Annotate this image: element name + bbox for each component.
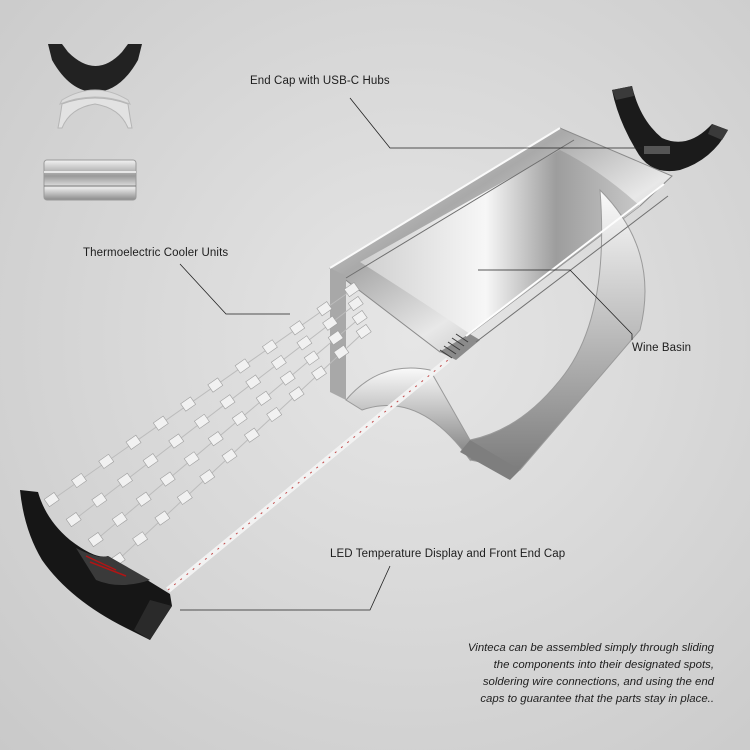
caption-line: caps to guarantee that the parts stay in… <box>480 693 714 705</box>
cooler-tile <box>183 451 200 467</box>
cooler-tile <box>168 433 185 449</box>
cooler-tile <box>71 472 87 489</box>
cooler-tile <box>355 324 372 340</box>
cooler-strip-wire <box>51 289 353 501</box>
cooler-tile <box>261 339 278 355</box>
cooler-tile <box>303 350 320 366</box>
assembly-caption: Vinteca can be assembled simply through … <box>384 640 714 708</box>
cooler-tile <box>231 410 248 427</box>
cooler-tile <box>43 492 60 508</box>
cooler-tile <box>234 358 251 374</box>
cooler-strip-wire <box>73 303 357 521</box>
cooler-tile <box>311 365 327 381</box>
cooler-tile <box>316 301 333 317</box>
cooler-tile <box>135 491 152 507</box>
cooler-tile <box>207 377 224 393</box>
caption-line: the components into their designated spo… <box>493 659 714 671</box>
cooler-tile <box>270 354 287 371</box>
cooler-tile <box>176 489 193 505</box>
extrusion-thumbnail <box>43 159 137 201</box>
wine-basin-label: Wine Basin <box>632 342 692 354</box>
wire-strip <box>166 357 450 593</box>
cooler-tile <box>193 413 210 429</box>
cooler-tile <box>117 472 133 488</box>
leader-lines <box>179 97 642 611</box>
cooler-tile <box>65 512 82 528</box>
cooler-tile <box>111 511 128 527</box>
caption-line: Vinteca can be assembled simply through … <box>467 642 714 654</box>
cooler-tile <box>125 434 142 450</box>
cooler-tile <box>142 453 159 469</box>
cooler-tile <box>347 296 364 312</box>
wine-basin-extrusion <box>329 127 673 480</box>
cooler-tile <box>322 315 339 331</box>
cooler-tile <box>343 282 360 298</box>
cooler-tile <box>289 320 306 336</box>
profile-thumbnail <box>48 44 142 129</box>
cooler-tile <box>327 330 344 346</box>
cooler-tile <box>245 374 262 390</box>
cooler-tile <box>180 396 197 412</box>
cooler-tile <box>207 431 224 447</box>
cooler-tile <box>333 344 350 360</box>
cooler-tile <box>159 471 176 487</box>
cooler-tile <box>288 386 305 402</box>
cooler-tile <box>152 415 169 431</box>
cooler-unit-strips <box>43 282 372 568</box>
cooler-tile <box>98 453 115 469</box>
caption-line: soldering wire connections, and using th… <box>482 676 714 688</box>
cooler-tile <box>91 492 108 508</box>
cooler-units-label: Thermoelectric Cooler Units <box>83 247 229 259</box>
cooler-tile <box>154 510 171 526</box>
cooler-tile <box>219 394 236 410</box>
cooler-strip-wire <box>95 317 361 541</box>
led-display-label: LED Temperature Display and Front End Ca… <box>330 548 566 560</box>
cooler-tile <box>87 532 104 548</box>
cooler-tile <box>279 370 296 386</box>
cooler-tile <box>296 335 313 351</box>
rear-end-cap <box>612 86 728 172</box>
front-end-cap <box>20 490 172 640</box>
cooler-tile <box>351 310 368 326</box>
cooler-tile <box>266 406 283 423</box>
cooler-tile <box>199 469 216 485</box>
cooler-tile <box>132 531 149 547</box>
end-cap-label: End Cap with USB-C Hubs <box>250 75 390 87</box>
cooler-tile <box>243 427 260 443</box>
cooler-tile <box>255 390 272 406</box>
cooler-tile <box>221 448 238 464</box>
